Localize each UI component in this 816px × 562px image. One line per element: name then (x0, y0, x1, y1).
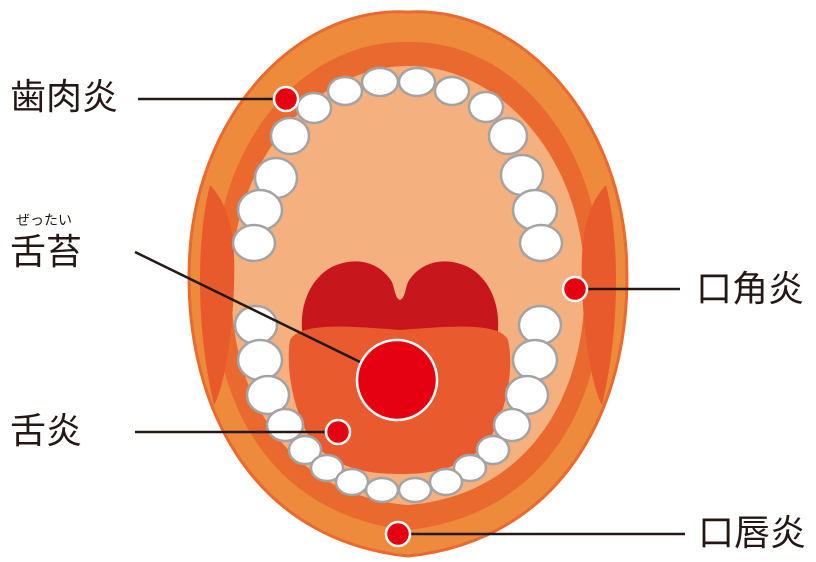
label-cheilitis: 口唇炎 (698, 516, 806, 552)
label-gingivitis: 歯肉炎 (10, 80, 118, 116)
marker-gingivitis (274, 87, 298, 111)
marker-cheilitis (386, 522, 410, 546)
ruby-tongue-coating: ぜったい (16, 214, 72, 228)
label-glossitis: 舌炎 (10, 414, 82, 450)
label-tongue-coating: 舌苔 (10, 235, 82, 271)
marker-angular-cheilitis (563, 277, 587, 301)
marker-tongue-coating (357, 340, 437, 420)
label-angular-cheilitis: 口角炎 (696, 272, 804, 308)
marker-glossitis (326, 420, 350, 444)
